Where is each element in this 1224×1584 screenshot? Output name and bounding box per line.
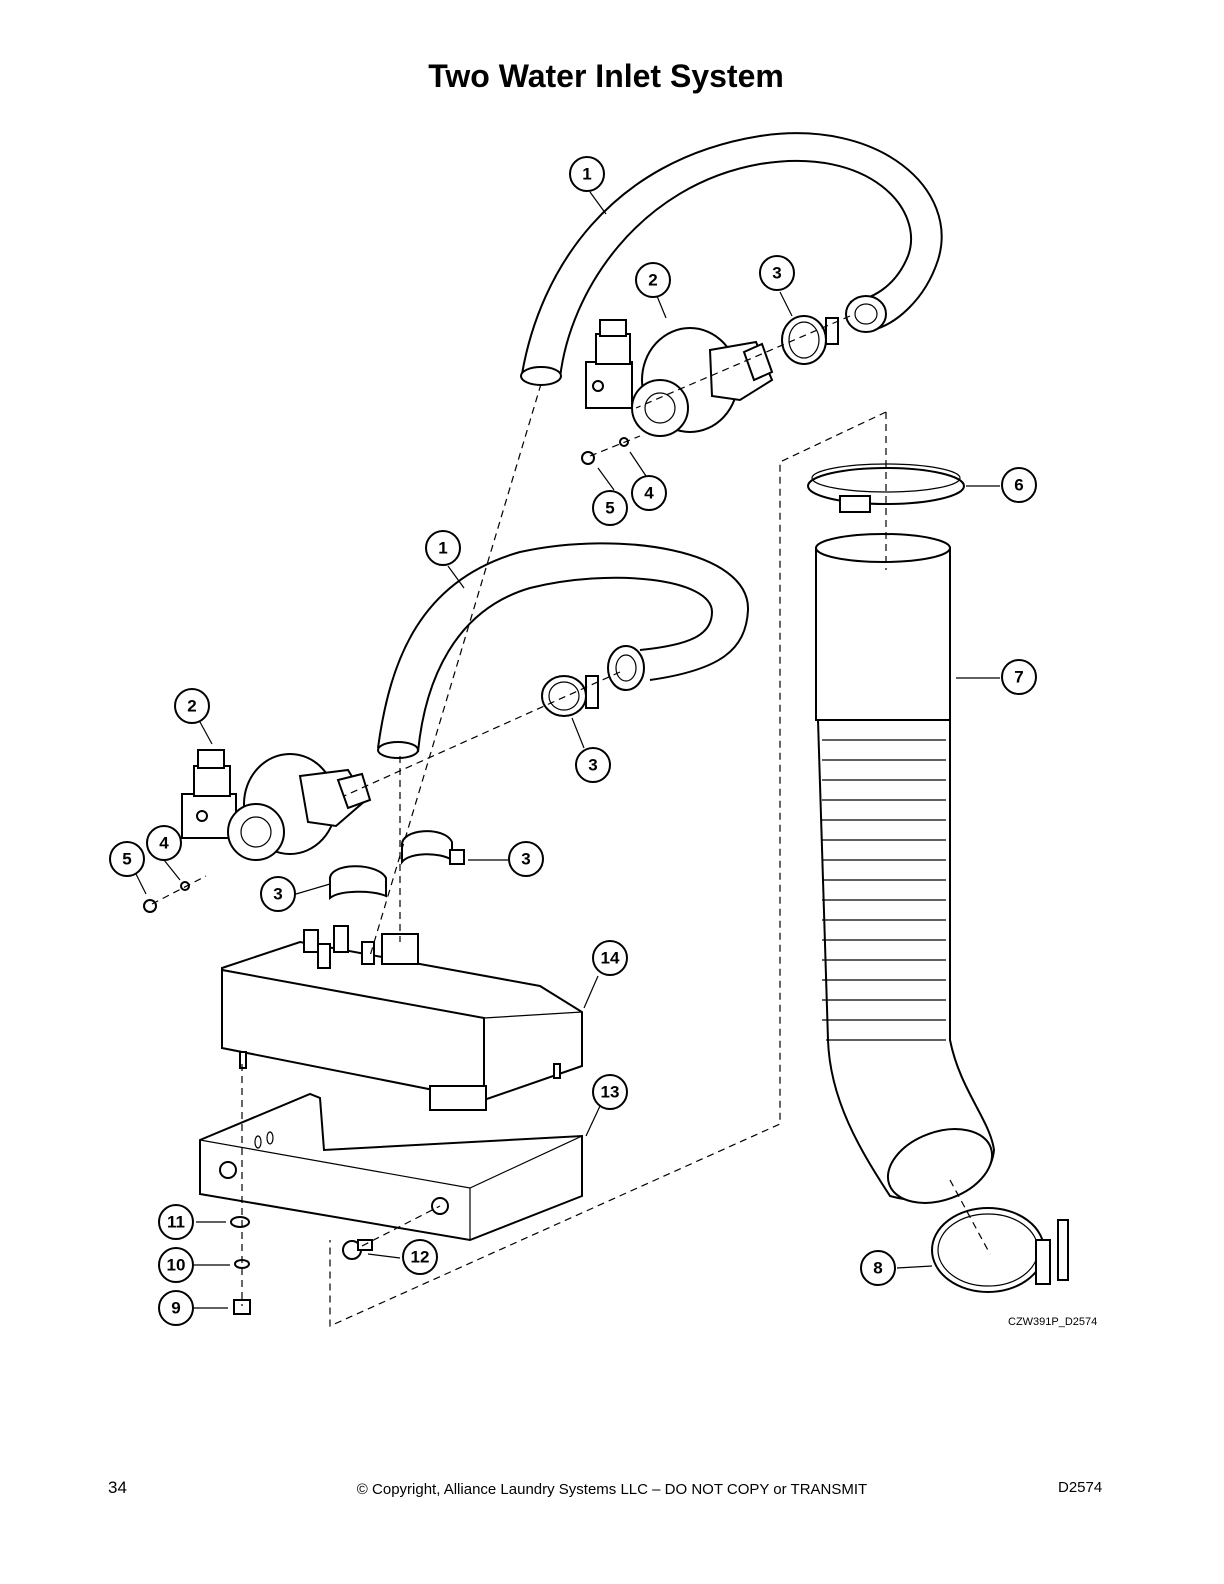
assembly-line-3 bbox=[589, 435, 641, 457]
svg-text:12: 12 bbox=[411, 1248, 430, 1267]
svg-text:1: 1 bbox=[438, 539, 447, 558]
hose-clamp-large bbox=[931, 1207, 1069, 1293]
tube-clamp-right bbox=[400, 830, 465, 865]
callout-3-tube-right: 3 bbox=[508, 841, 544, 877]
svg-text:13: 13 bbox=[601, 1083, 620, 1102]
tube-clamp-left bbox=[328, 865, 387, 901]
copyright-notice: © Copyright, Alliance Laundry Systems LL… bbox=[356, 1481, 868, 1498]
drawing-code: CZW391P_D2574 bbox=[1008, 1316, 1098, 1328]
svg-text:3: 3 bbox=[273, 885, 282, 904]
svg-text:8: 8 bbox=[873, 1259, 882, 1278]
lower-washer bbox=[180, 881, 190, 891]
washer-11 bbox=[230, 1216, 250, 1228]
callout-8: 8 bbox=[860, 1250, 896, 1286]
svg-text:2: 2 bbox=[187, 697, 196, 716]
upper-valve bbox=[585, 319, 774, 437]
callout-10: 10 bbox=[158, 1247, 194, 1283]
assembly-line-8 bbox=[329, 411, 887, 1327]
callout-2-upper: 2 bbox=[635, 262, 671, 298]
svg-text:5: 5 bbox=[122, 850, 131, 869]
leader-lines bbox=[135, 191, 1000, 1309]
callout-14: 14 bbox=[592, 940, 628, 976]
callout-4-upper: 4 bbox=[631, 475, 667, 511]
assembly-line-6 bbox=[151, 875, 207, 905]
svg-text:3: 3 bbox=[521, 850, 530, 869]
svg-text:6: 6 bbox=[1014, 476, 1023, 495]
callout-3-tube-left: 3 bbox=[260, 876, 296, 912]
lower-hose bbox=[377, 542, 750, 759]
callout-7: 7 bbox=[1001, 659, 1037, 695]
upper-hose bbox=[520, 132, 943, 386]
assembly-line-10 bbox=[361, 1205, 441, 1247]
callout-9: 9 bbox=[158, 1290, 194, 1326]
nut-9 bbox=[233, 1299, 251, 1315]
callout-2-lower: 2 bbox=[174, 688, 210, 724]
svg-text:11: 11 bbox=[167, 1213, 185, 1232]
assembly-line-5 bbox=[343, 671, 621, 797]
svg-text:10: 10 bbox=[167, 1256, 186, 1275]
svg-text:2: 2 bbox=[648, 271, 657, 290]
upper-screw bbox=[581, 451, 595, 465]
lower-screw bbox=[143, 899, 157, 913]
callout-3-lower: 3 bbox=[575, 747, 611, 783]
page-number: 34 bbox=[108, 1478, 127, 1497]
svg-text:3: 3 bbox=[772, 264, 781, 283]
svg-text:7: 7 bbox=[1014, 668, 1023, 687]
callout-13: 13 bbox=[592, 1074, 628, 1110]
lower-valve bbox=[181, 749, 372, 861]
mounting-bracket bbox=[199, 1092, 583, 1242]
callout-11: 11 bbox=[158, 1204, 194, 1240]
assembly-line-11 bbox=[949, 1179, 991, 1255]
callout-4-lower: 4 bbox=[146, 825, 182, 861]
svg-text:14: 14 bbox=[601, 949, 620, 968]
callout-12: 12 bbox=[402, 1239, 438, 1275]
assembly-line-1 bbox=[369, 383, 542, 957]
document-code: D2574 bbox=[1058, 1479, 1103, 1496]
callout-5-lower: 5 bbox=[109, 841, 145, 877]
callout-3-upper: 3 bbox=[759, 255, 795, 291]
svg-text:4: 4 bbox=[644, 484, 654, 503]
callout-5-upper: 5 bbox=[592, 490, 628, 526]
page-title: Two Water Inlet System bbox=[428, 58, 784, 94]
svg-text:1: 1 bbox=[582, 165, 591, 184]
callout-6: 6 bbox=[1001, 467, 1037, 503]
callout-1-lower: 1 bbox=[425, 530, 461, 566]
fill-hose bbox=[815, 533, 996, 1204]
svg-text:4: 4 bbox=[159, 834, 169, 853]
svg-text:5: 5 bbox=[605, 499, 614, 518]
upper-hose-clamp bbox=[781, 315, 839, 365]
assembly-line-2 bbox=[635, 315, 851, 409]
inlet-box bbox=[221, 925, 583, 1111]
lower-hose-clamp bbox=[541, 675, 599, 717]
svg-text:3: 3 bbox=[588, 756, 597, 775]
svg-text:9: 9 bbox=[171, 1299, 180, 1318]
callout-1-upper: 1 bbox=[569, 156, 605, 192]
